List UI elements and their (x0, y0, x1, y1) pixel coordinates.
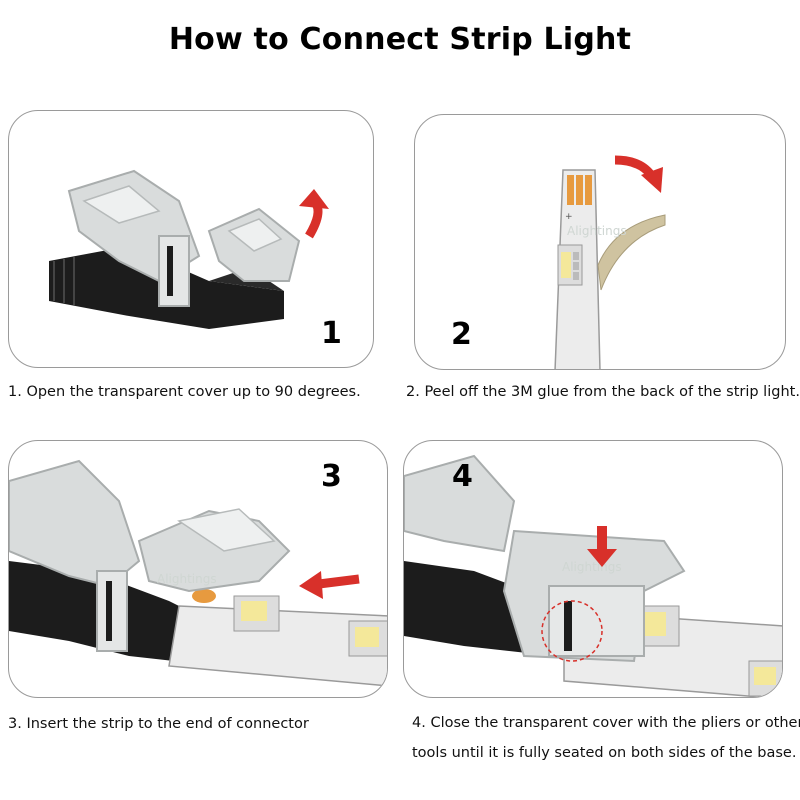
step-2-illustration: + Alightings (554, 155, 666, 369)
step-3-panel: Alightings 3 (8, 440, 388, 698)
step-3-illustration: Alightings (9, 459, 387, 687)
step-3-number: 3 (321, 459, 342, 494)
step-2-watermark: Alightings (567, 224, 627, 238)
step-4-panel: Alightings 4 (403, 440, 783, 698)
step-4-caption-line-1: 4. Close the transparent cover with the … (412, 715, 800, 731)
step-4-caption: 4. Close the transparent cover with the … (412, 708, 800, 768)
step-1-panel: 1 (8, 110, 374, 368)
step-4-caption-line-2: tools until it is fully seated on both s… (412, 745, 797, 761)
page-title: How to Connect Strip Light (168, 22, 632, 57)
step-2-number: 2 (451, 317, 472, 352)
step-1-number: 1 (321, 316, 342, 351)
step-1-caption: 1. Open the transparent cover up to 90 d… (8, 384, 361, 400)
step-1-illustration (49, 169, 329, 329)
step-4-illustration: Alightings (404, 454, 782, 697)
step-2-panel: + Alightings 2 (414, 114, 786, 370)
svg-text:+: + (565, 212, 573, 222)
step-3-watermark: Alightings (157, 572, 217, 586)
step-3-caption: 3. Insert the strip to the end of connec… (8, 716, 309, 732)
step-4-watermark: Alightings (562, 560, 622, 574)
step-4-number: 4 (452, 459, 473, 494)
step-2-caption: 2. Peel off the 3M glue from the back of… (406, 384, 800, 400)
